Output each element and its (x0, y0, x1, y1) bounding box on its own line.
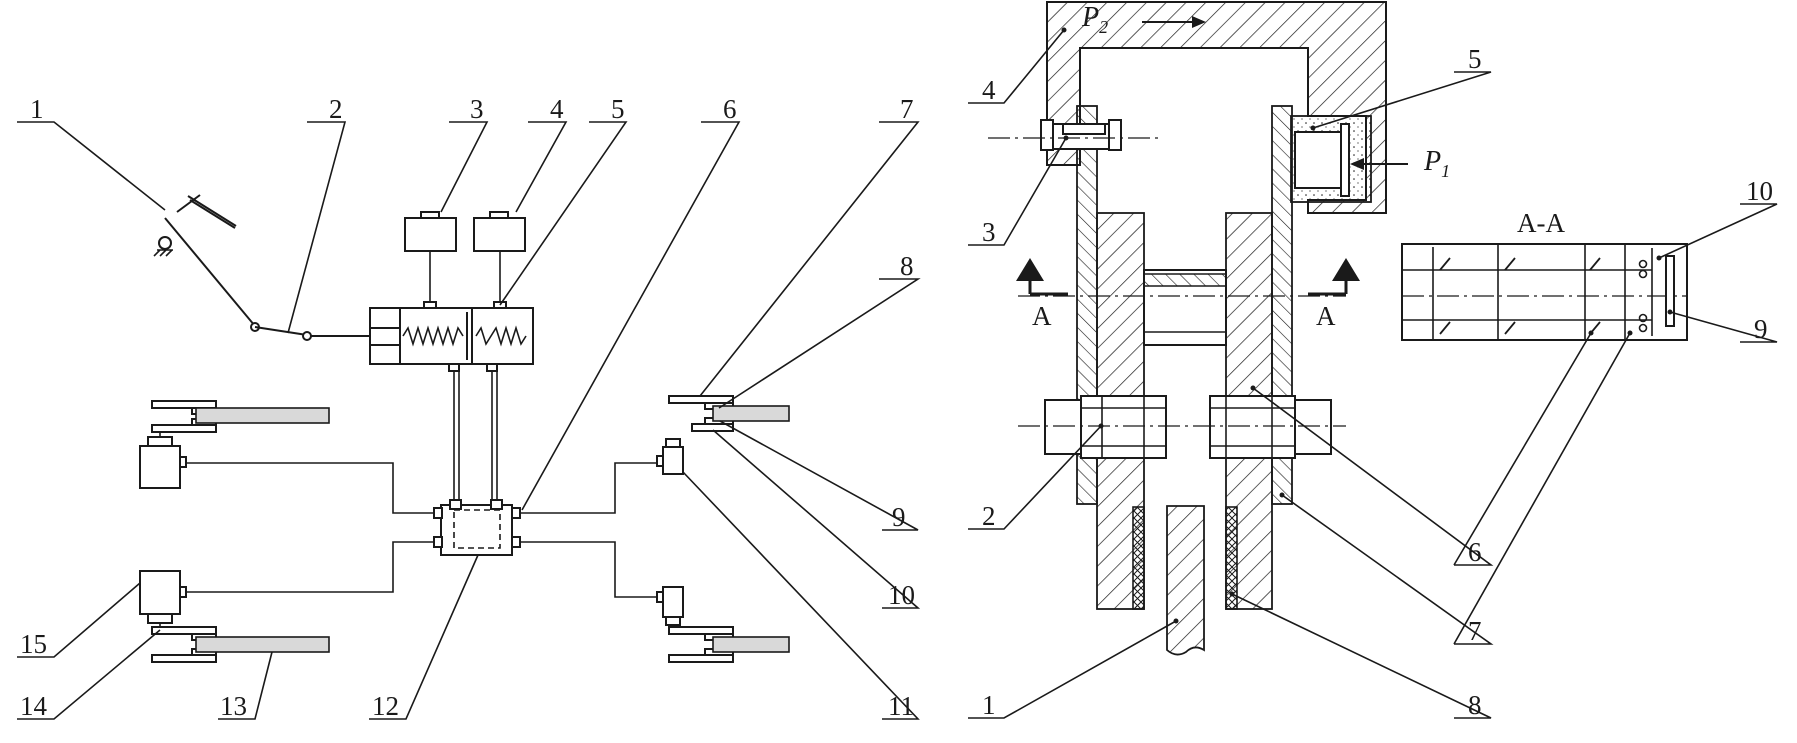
wheel-brake-top-left (139, 400, 330, 489)
callout-r5: 5 (1468, 44, 1482, 74)
callout-5: 5 (611, 94, 625, 124)
wheel-brake-bottom-right (656, 586, 790, 663)
callout-r10: 10 (1746, 176, 1773, 206)
callout-4: 4 (550, 94, 564, 124)
callout-11: 11 (888, 691, 914, 721)
distribution-valve (433, 499, 521, 556)
callout-12: 12 (372, 691, 399, 721)
pressure-p1-label: P1 (1423, 146, 1450, 181)
callout-r7: 7 (1468, 616, 1482, 646)
caliper-section-diagram (968, 1, 1778, 719)
callout-r2: 2 (982, 501, 996, 531)
callout-13: 13 (220, 691, 247, 721)
callout-r6: 6 (1468, 537, 1482, 567)
callout-r1: 1 (982, 690, 996, 720)
section-a-a-view (1401, 243, 1688, 341)
fluid-reservoirs (404, 211, 526, 302)
callout-r9: 9 (1754, 314, 1768, 344)
wheel-brake-top-right (656, 395, 790, 475)
callout-10: 10 (888, 580, 915, 610)
pressure-p2-label: P2 (1081, 2, 1108, 37)
callout-8: 8 (900, 251, 914, 281)
callout-r4: 4 (982, 75, 996, 105)
callout-6: 6 (723, 94, 737, 124)
callout-r3: 3 (982, 217, 996, 247)
master-cylinder (369, 301, 534, 372)
section-marker-left: A (1032, 301, 1052, 331)
callout-15: 15 (20, 629, 47, 659)
callout-2: 2 (329, 94, 343, 124)
brake-pedal (153, 194, 370, 341)
callout-9: 9 (892, 502, 906, 532)
callout-r8: 8 (1468, 690, 1482, 720)
callout-3: 3 (470, 94, 484, 124)
callout-7: 7 (900, 94, 914, 124)
wheel-brake-bottom-left (139, 570, 330, 663)
callout-14: 14 (20, 691, 48, 721)
brake-system-diagram (17, 121, 921, 720)
section-marker-right: A (1316, 301, 1336, 331)
callout-1: 1 (30, 94, 44, 124)
section-title: A-A (1517, 208, 1565, 238)
